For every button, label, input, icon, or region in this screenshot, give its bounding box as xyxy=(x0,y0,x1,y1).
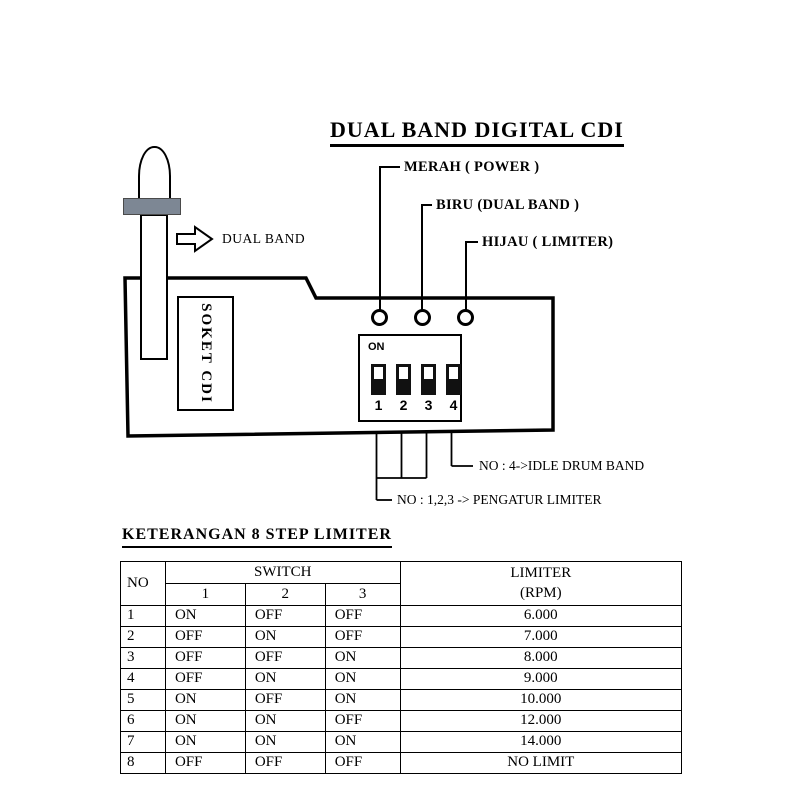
dual-band-arrow-icon xyxy=(176,225,214,253)
table-row: 7 ON ON ON 14.000 xyxy=(120,730,683,753)
cell-rpm: NO LIMIT xyxy=(399,751,683,774)
dip-switch-4 xyxy=(446,364,461,395)
wire-power-led xyxy=(379,166,400,311)
cell-rpm: 6.000 xyxy=(399,604,683,627)
col-header-switch-3: 3 xyxy=(324,582,401,606)
cell-sw1: ON xyxy=(164,604,246,627)
cell-rpm: 7.000 xyxy=(399,625,683,648)
col-header-switch: SWITCH xyxy=(164,561,401,584)
table-row: 6 ON ON OFF 12.000 xyxy=(120,709,683,732)
cell-sw1: ON xyxy=(164,730,246,753)
cell-sw2: OFF xyxy=(244,688,326,711)
table-row: 1 ON OFF OFF 6.000 xyxy=(120,604,683,627)
cell-rpm: 8.000 xyxy=(399,646,683,669)
cell-sw3: ON xyxy=(324,730,401,753)
soket-cdi-label: SOKET CDI xyxy=(198,303,215,404)
wire-dualband-led xyxy=(421,204,432,311)
dip-switch-1-actuator xyxy=(374,367,383,379)
cell-sw2: OFF xyxy=(244,751,326,774)
dip-switch-3 xyxy=(421,364,436,395)
note-switch123: NO : 1,2,3 -> PENGATUR LIMITER xyxy=(397,492,602,507)
col-header-limiter-line1: LIMITER xyxy=(510,565,572,581)
cell-sw2: ON xyxy=(244,625,326,648)
led-dualband-indicator xyxy=(414,309,431,326)
led-label-power: MERAH ( POWER ) xyxy=(404,159,540,175)
table-row: 4 OFF ON ON 9.000 xyxy=(120,667,683,690)
col-header-switch-1: 1 xyxy=(164,582,246,606)
cell-sw2: OFF xyxy=(244,646,326,669)
dip-switch-2-actuator xyxy=(399,367,408,379)
cell-sw2: OFF xyxy=(244,604,326,627)
cell-rpm: 9.000 xyxy=(399,667,683,690)
cell-sw3: OFF xyxy=(324,751,401,774)
cell-sw1: OFF xyxy=(164,751,246,774)
cell-sw3: ON xyxy=(324,688,401,711)
cell-sw1: ON xyxy=(164,709,246,732)
bulb-collar xyxy=(123,198,181,215)
cell-sw2: ON xyxy=(244,709,326,732)
cell-no: 3 xyxy=(120,646,166,669)
cell-sw3: OFF xyxy=(324,709,401,732)
cell-sw1: ON xyxy=(164,688,246,711)
cell-no: 7 xyxy=(120,730,166,753)
cell-sw1: OFF xyxy=(164,625,246,648)
led-power-indicator xyxy=(371,309,388,326)
dip-on-label: ON xyxy=(368,341,385,353)
table-row: 8 OFF OFF OFF NO LIMIT xyxy=(120,751,683,774)
bulb-tube xyxy=(140,214,168,360)
cell-no: 2 xyxy=(120,625,166,648)
soket-cdi-box: SOKET CDI xyxy=(177,296,234,411)
dip-switch-block: ON 1 2 3 4 xyxy=(358,334,462,422)
cell-rpm: 10.000 xyxy=(399,688,683,711)
cell-sw1: OFF xyxy=(164,667,246,690)
cell-rpm: 14.000 xyxy=(399,730,683,753)
cell-sw2: ON xyxy=(244,730,326,753)
table-row: 2 OFF ON OFF 7.000 xyxy=(120,625,683,648)
table-row: 5 ON OFF ON 10.000 xyxy=(120,688,683,711)
table-row: 3 OFF OFF ON 8.000 xyxy=(120,646,683,669)
led-label-dualband: BIRU (DUAL BAND ) xyxy=(436,197,580,213)
cell-no: 1 xyxy=(120,604,166,627)
dip-switch-3-number: 3 xyxy=(424,397,433,413)
cell-sw3: ON xyxy=(324,667,401,690)
cell-no: 8 xyxy=(120,751,166,774)
section-heading: KETERANGAN 8 STEP LIMITER xyxy=(122,526,392,548)
table-header-row-1: NO SWITCH LIMITER (RPM) xyxy=(120,561,683,606)
dip-switch-3-actuator xyxy=(424,367,433,379)
dip-switch-2 xyxy=(396,364,411,395)
dip-switch-4-actuator xyxy=(449,367,458,379)
led-limiter-indicator xyxy=(457,309,474,326)
col-header-switch-2: 2 xyxy=(244,582,326,606)
cell-sw3: OFF xyxy=(324,604,401,627)
note-switch4: NO : 4->IDLE DRUM BAND xyxy=(479,458,645,473)
cell-no: 4 xyxy=(120,667,166,690)
cell-sw1: OFF xyxy=(164,646,246,669)
cell-no: 5 xyxy=(120,688,166,711)
cell-rpm: 12.000 xyxy=(399,709,683,732)
dip-switch-2-number: 2 xyxy=(399,397,408,413)
cell-sw2: ON xyxy=(244,667,326,690)
col-header-no: NO xyxy=(120,561,166,606)
dip-switch-1-number: 1 xyxy=(374,397,383,413)
led-label-limiter: HIJAU ( LIMITER) xyxy=(482,234,614,250)
col-header-limiter-line2: (RPM) xyxy=(519,585,562,602)
dip-switch-4-number: 4 xyxy=(449,397,458,413)
col-header-limiter: LIMITER (RPM) xyxy=(399,561,683,606)
wire-limiter-led xyxy=(465,241,478,311)
page-title: DUAL BAND DIGITAL CDI xyxy=(330,117,624,147)
dual-band-label: DUAL BAND xyxy=(222,231,306,246)
cell-no: 6 xyxy=(120,709,166,732)
cell-sw3: ON xyxy=(324,646,401,669)
limiter-table: NO SWITCH LIMITER (RPM) 1 2 3 1 ON OFF O… xyxy=(120,561,683,774)
bulb-dome xyxy=(138,146,171,202)
cell-sw3: OFF xyxy=(324,625,401,648)
dip-switch-1 xyxy=(371,364,386,395)
